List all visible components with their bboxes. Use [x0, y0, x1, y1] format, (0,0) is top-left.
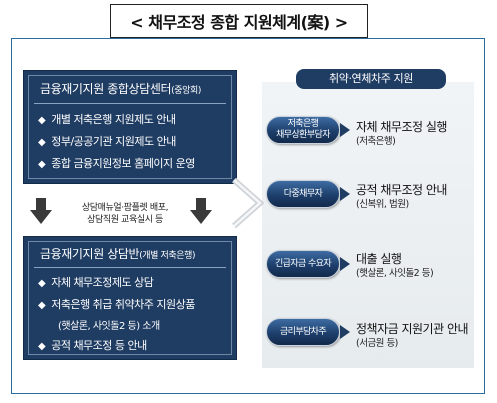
- support-action: 대출 실행: [356, 252, 402, 266]
- borrower-tag: 다중채무자: [266, 180, 340, 208]
- diamond-bullet-icon: ◆: [38, 137, 46, 148]
- support-agency: (햇살론, 사잇돌2 등): [356, 268, 434, 279]
- consulting-desk-title: 금융재기지원 상담반(개별 저축은행): [24, 242, 236, 266]
- arrow-right-icon: [340, 257, 350, 271]
- consulting-desk-panel: 금융재기지원 상담반(개별 저축은행) ◆ 자체 채무조정제도 상담 ◆ 저축은행 …: [23, 236, 237, 360]
- arrow-right-icon: [340, 325, 350, 339]
- support-agency: (신복위, 법원): [356, 199, 409, 210]
- outer-frame: [11, 38, 485, 394]
- consulting-center-title-main: 금융재기지원 종합상담센터: [40, 82, 172, 96]
- arrow-right-icon: [340, 187, 350, 201]
- borrower-tag-line: 긴급자금 수요자: [274, 258, 332, 269]
- diagram-title: < 채무조정 종합 지원체계(案) >: [110, 4, 368, 38]
- title-divider: [34, 267, 226, 268]
- borrower-tag: 긴급자금 수요자: [266, 250, 340, 278]
- list-item: ◆ 종합 금융지원정보 홈페이지 운영: [38, 155, 195, 171]
- support-action: 정책자금 지원기관 안내: [356, 322, 469, 336]
- down-arrow-icon: [190, 198, 212, 224]
- consulting-center-panel: 금융재기지원 종합상담센터(중앙회) ◆ 개별 저축은행 지원제도 안내 ◆ 정부/…: [23, 70, 237, 184]
- diamond-bullet-icon: ◆: [38, 341, 46, 352]
- consulting-center-title-note: (중앙회): [171, 86, 201, 96]
- support-agency: (저축은행): [356, 136, 396, 147]
- support-note-line: 상담직원 교육실시 등: [87, 215, 163, 225]
- support-action: 공적 채무조정 안내: [356, 183, 447, 197]
- list-item-label: 저축은행 취급 취약차주 지원상품: [51, 298, 195, 311]
- support-agency: (서금원 등): [356, 338, 398, 349]
- support-note: 상담매뉴얼·팜플렛 배포, 상담직원 교육실시 등: [60, 202, 190, 226]
- borrower-tag-line: 채무상환부담자: [276, 130, 330, 140]
- support-action: 자체 채무조정 실행: [356, 120, 447, 134]
- list-item-label: 종합 금융지원정보 홈페이지 운영: [51, 157, 195, 170]
- diamond-bullet-icon: ◆: [38, 278, 46, 289]
- list-item: ◆ 자체 채무조정제도 상담: [38, 274, 154, 290]
- support-note-line: 상담매뉴얼·팜플렛 배포,: [81, 203, 169, 213]
- arrow-right-icon: [340, 123, 350, 137]
- panel-inner-border: [28, 75, 232, 179]
- list-item: ◆ 저축은행 취급 취약차주 지원상품: [38, 296, 195, 312]
- title-divider: [34, 103, 226, 104]
- list-item-label: 정부/공공기관 지원제도 안내: [51, 135, 176, 148]
- diamond-bullet-icon: ◆: [38, 159, 46, 170]
- vulnerable-borrower-header: 취약·연체차주 지원: [296, 69, 446, 89]
- list-item: ◆ 공적 채무조정 등 안내: [38, 337, 147, 353]
- list-item-label: 공적 채무조정 등 안내: [51, 339, 147, 352]
- diamond-bullet-icon: ◆: [38, 115, 46, 126]
- borrower-tag-line: 금리부담차주: [279, 326, 327, 337]
- consulting-center-title: 금융재기지원 종합상담센터(중앙회): [24, 77, 236, 101]
- down-arrow-icon: [30, 198, 52, 224]
- chevron-right-icon: [232, 178, 264, 228]
- borrower-tag-line: 저축은행: [287, 119, 319, 129]
- list-item-label: 개별 저축은행 지원제도 안내: [51, 113, 176, 126]
- list-item-subnote: (햇살론, 사잇돌2 등) 소개: [58, 321, 160, 332]
- list-item: ◆ 정부/공공기관 지원제도 안내: [38, 133, 176, 149]
- consulting-desk-title-note: (개별 저축은행): [139, 251, 196, 261]
- panel-inner-border: [28, 241, 232, 355]
- list-item: ◆ 개별 저축은행 지원제도 안내: [38, 111, 176, 127]
- consulting-desk-title-main: 금융재기지원 상담반: [40, 247, 140, 261]
- borrower-tag: 저축은행 채무상환부담자: [266, 116, 340, 144]
- borrower-tag-line: 다중채무자: [283, 188, 323, 199]
- diamond-bullet-icon: ◆: [38, 300, 46, 311]
- borrower-tag: 금리부담차주: [266, 318, 340, 346]
- list-item-label: 자체 채무조정제도 상담: [51, 276, 154, 289]
